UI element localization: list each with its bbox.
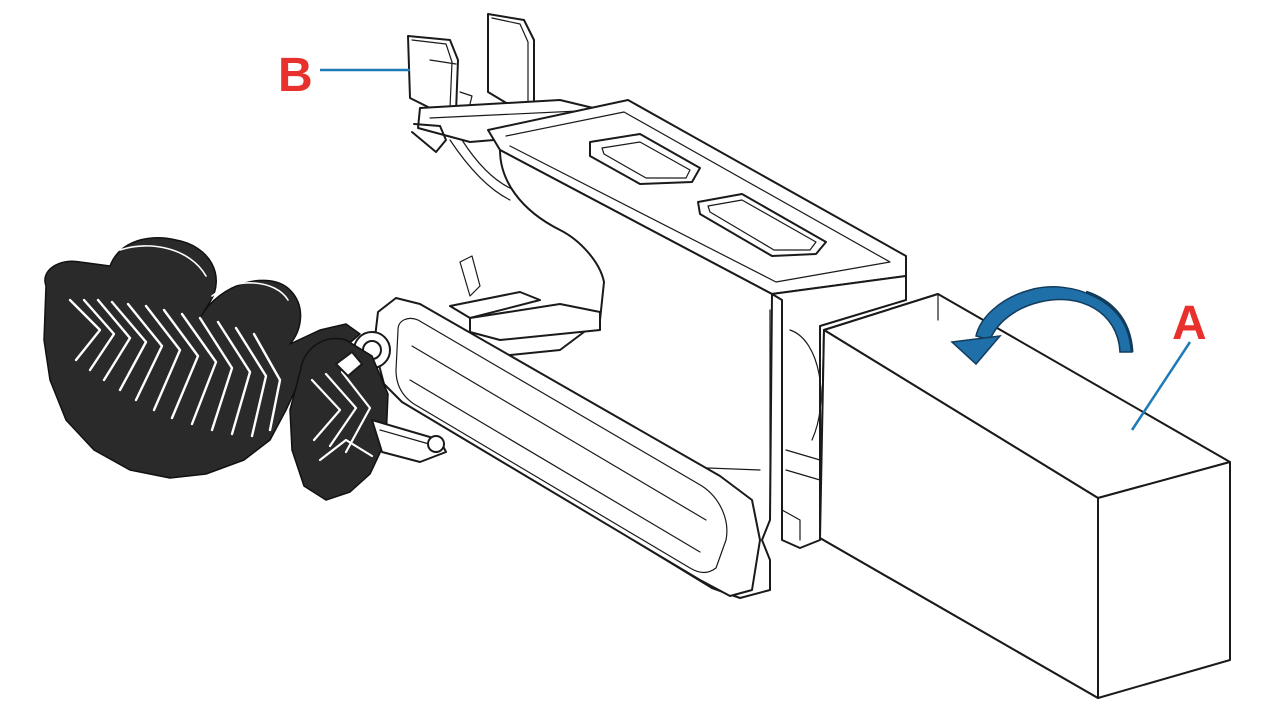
curved-arrow-counterclockwise-icon xyxy=(950,286,1134,366)
callout-label-a: A xyxy=(1172,297,1207,350)
leader-line-a xyxy=(1130,341,1192,431)
callout-label-b: B xyxy=(278,49,313,102)
side-rail xyxy=(353,255,761,597)
box-part-a xyxy=(819,293,1231,699)
handle-grip xyxy=(43,237,447,501)
